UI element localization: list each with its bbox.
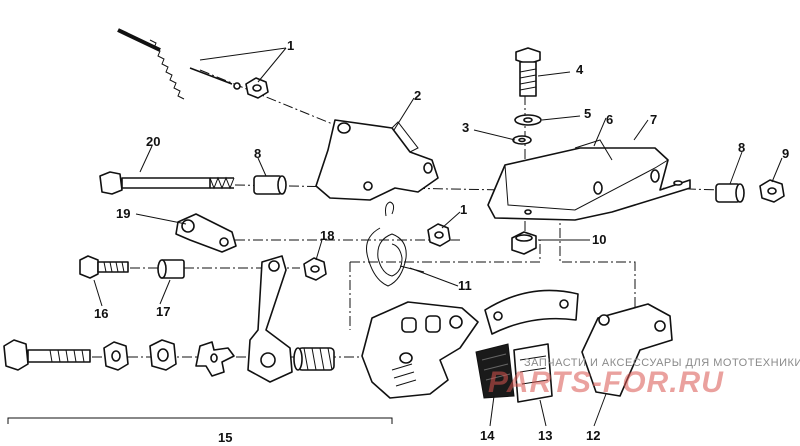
callout-3: 3 <box>462 120 469 135</box>
callout-8-right: 8 <box>738 140 745 155</box>
callout-labels: 1 2 3 4 5 6 7 20 8 8 9 1 19 18 10 11 16 … <box>94 38 789 445</box>
cam-block <box>361 301 479 399</box>
callout-2: 2 <box>414 88 421 103</box>
link-19 <box>175 213 237 253</box>
long-bolt-20 <box>99 171 235 195</box>
curved-plate <box>484 289 579 335</box>
nut-10 <box>511 231 537 255</box>
nut-9 <box>759 179 785 203</box>
watermark-logo: PARTS-FOR.RU <box>488 366 724 399</box>
callout-8-left: 8 <box>254 146 261 161</box>
nut-18 <box>303 257 327 281</box>
callout-5: 5 <box>584 106 591 121</box>
callout-18: 18 <box>320 228 334 243</box>
plate-13 <box>513 343 553 403</box>
callout-7: 7 <box>650 112 657 127</box>
gear-shaft <box>293 347 335 371</box>
callout-19: 19 <box>116 206 130 221</box>
bolt-4 <box>515 47 541 97</box>
nut-1-upper <box>245 77 269 99</box>
watermark-caption: ЗАПЧАСТИ И АКСЕССУАРЫ ДЛЯ МОТОТЕХНИКИ <box>524 357 800 369</box>
callout-9: 9 <box>782 146 789 161</box>
plate-12 <box>581 303 673 397</box>
watermark: ЗАПЧАСТИ И АКСЕССУАРЫ ДЛЯ МОТОТЕХНИКИ PA… <box>488 357 800 399</box>
cable-assembly <box>117 28 241 100</box>
cable-spring <box>149 39 185 100</box>
pad-14 <box>475 343 515 399</box>
callout-4: 4 <box>576 62 584 77</box>
callout-12: 12 <box>586 428 600 443</box>
spacer-8-left <box>253 175 287 195</box>
lever-arm <box>247 255 293 383</box>
callout-1-lower: 1 <box>460 202 467 217</box>
callout-16: 16 <box>94 306 108 321</box>
main-bracket-7 <box>487 139 691 221</box>
washer-3 <box>512 135 532 145</box>
bushing-17 <box>157 259 185 279</box>
washer-5 <box>514 114 542 126</box>
bolt-16 <box>79 255 129 279</box>
bolt-15-assembly <box>3 339 235 377</box>
callout-14: 14 <box>480 428 495 443</box>
callout-13: 13 <box>538 428 552 443</box>
spacer-8-right <box>715 183 745 203</box>
leader-lines <box>7 47 783 427</box>
callout-20: 20 <box>146 134 160 149</box>
callout-17: 17 <box>156 304 170 319</box>
callout-1-upper: 1 <box>287 38 294 53</box>
callout-10: 10 <box>592 232 606 247</box>
bracket-2 <box>315 119 439 201</box>
callout-11: 11 <box>458 278 472 293</box>
nut-1-lower <box>427 223 451 247</box>
callout-15: 15 <box>218 430 232 445</box>
callout-6: 6 <box>606 112 613 127</box>
spring-11 <box>366 201 425 287</box>
